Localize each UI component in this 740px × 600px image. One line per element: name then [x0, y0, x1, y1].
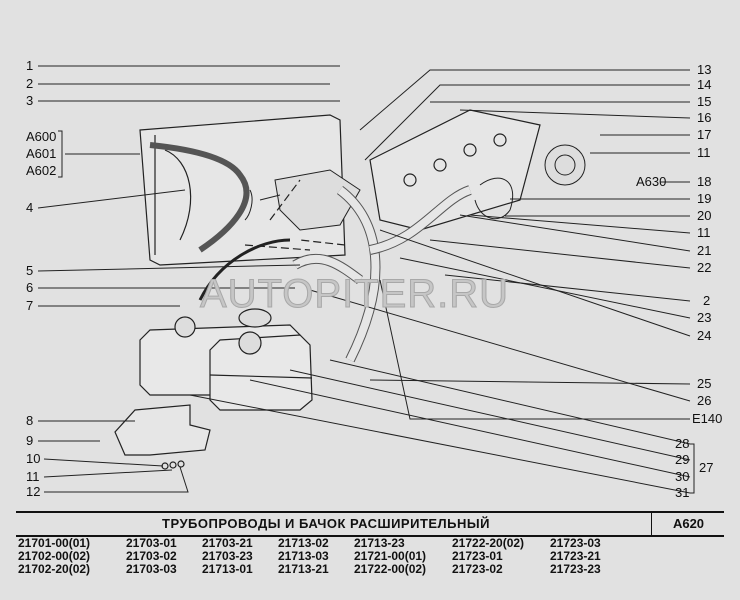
callout-10: 10 — [26, 451, 41, 466]
model-code: 21702-20(02) — [18, 562, 91, 576]
left-leader-lines — [37, 65, 340, 493]
callout-23: 23 — [697, 310, 712, 325]
model-column: 21722-20(02) 21723-01 21723-02 — [452, 537, 524, 576]
model-code: 21703-02 — [126, 549, 177, 563]
model-code: 21703-21 — [202, 536, 253, 550]
diagram-drawing — [37, 65, 695, 494]
title-bar: ТРУБОПРОВОДЫ И БАЧОК РАСШИРИТЕЛЬНЫЙ A620 — [16, 511, 724, 537]
model-column: 21701-00(01) 21702-00(02) 21702-20(02) — [18, 537, 90, 576]
expansion-tanks — [139, 308, 313, 411]
callout-15: 15 — [697, 94, 712, 109]
callout-8: 8 — [26, 413, 34, 428]
callout-4: 4 — [26, 200, 34, 215]
section-code: A620 — [651, 513, 725, 535]
callout-22: 22 — [697, 260, 712, 275]
callout-24: 24 — [697, 328, 712, 343]
callout-11: 11 — [26, 469, 40, 484]
diagram-title: ТРУБОПРОВОДЫ И БАЧОК РАСШИРИТЕЛЬНЫЙ — [162, 516, 490, 531]
model-code: 21723-02 — [452, 562, 503, 576]
callout-29: 29 — [675, 452, 690, 467]
callout-14: 14 — [697, 77, 712, 92]
callout-16: 16 — [697, 110, 712, 125]
model-column: 21713-23 21721-00(01) 21722-00(02) — [354, 537, 426, 576]
model-code: 21702-00(02) — [18, 549, 91, 563]
callout-3: 3 — [26, 93, 34, 108]
callout-19: 19 — [697, 191, 712, 206]
model-code: 21701-00(01) — [18, 536, 91, 550]
callout-26: 26 — [697, 393, 712, 408]
watermark: AUTOPITER.RU — [199, 272, 510, 317]
ref-a602: A602 — [26, 163, 57, 178]
model-column: 21703-01 21703-02 21703-03 — [126, 537, 177, 576]
callout-9: 9 — [26, 433, 34, 448]
callout-2-right: 2 — [703, 293, 711, 308]
callout-27: 27 — [699, 460, 714, 475]
callout-25: 25 — [697, 376, 712, 391]
ref-a600: A600 — [26, 129, 57, 144]
model-code: 21703-03 — [126, 562, 177, 576]
callout-13: 13 — [697, 62, 712, 77]
callout-18: 18 — [697, 174, 712, 189]
engine-head — [369, 109, 541, 231]
model-code: 21723-01 — [452, 549, 503, 563]
model-code: 21703-01 — [126, 536, 177, 550]
callout-11-right: 11 — [697, 145, 711, 160]
callout-31: 31 — [675, 485, 690, 500]
model-code: 21722-20(02) — [452, 536, 525, 550]
model-code: 21713-23 — [354, 536, 405, 550]
model-code: 21723-21 — [550, 549, 601, 563]
tank-bracket — [114, 404, 211, 470]
callout-20: 20 — [697, 208, 712, 223]
callout-2: 2 — [26, 76, 34, 91]
callout-7: 7 — [26, 298, 34, 313]
callout-1: 1 — [26, 58, 34, 73]
model-column: 21723-03 21723-21 21723-23 — [550, 537, 601, 576]
radiator — [139, 114, 346, 266]
model-code: 21723-23 — [550, 562, 601, 576]
callout-17: 17 — [697, 127, 712, 142]
callout-6: 6 — [26, 280, 34, 295]
ref-e140: E140 — [692, 411, 723, 426]
model-code: 21713-21 — [278, 562, 329, 576]
callout-11-right-2: 11 — [697, 225, 711, 240]
model-column: 21713-02 21713-03 21713-21 — [278, 537, 329, 576]
ref-a601: A601 — [26, 146, 57, 161]
model-code: 21713-03 — [278, 549, 329, 563]
model-code: 21713-02 — [278, 536, 329, 550]
callout-5: 5 — [26, 263, 34, 278]
callout-21: 21 — [697, 243, 712, 258]
model-column: 21703-21 21703-23 21713-01 — [202, 537, 253, 576]
model-code: 21703-23 — [202, 549, 253, 563]
right-leader-lines — [189, 69, 695, 494]
model-code: 21721-00(01) — [354, 549, 427, 563]
model-code: 21723-03 — [550, 536, 601, 550]
callout-30: 30 — [675, 469, 690, 484]
ref-a630: A630 — [636, 174, 667, 189]
model-code: 21722-00(02) — [354, 562, 427, 576]
hoses — [198, 179, 472, 363]
model-code: 21713-01 — [202, 562, 253, 576]
callout-28: 28 — [675, 436, 690, 451]
callout-12: 12 — [26, 484, 41, 499]
water-pump — [474, 144, 586, 220]
